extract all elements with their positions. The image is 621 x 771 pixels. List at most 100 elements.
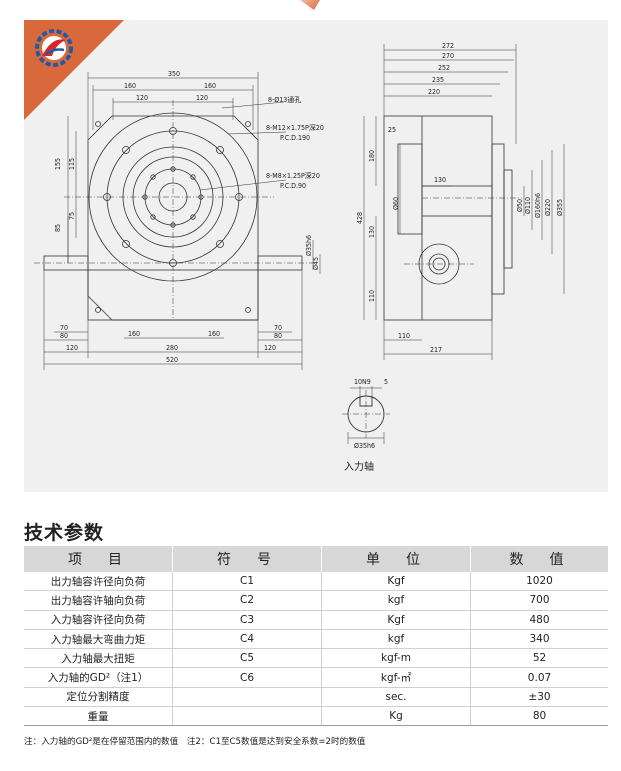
cell-unit: kgf [321, 590, 471, 611]
dim-280: 280 [166, 344, 178, 352]
section-title: 技术参数 [24, 522, 105, 544]
left-shaft [43, 255, 89, 271]
dim-d50: Ø50 [516, 199, 524, 212]
cell-value: 80 [470, 706, 608, 727]
header-symbol: 符 号 [172, 546, 322, 572]
callout-pcd90: P.C.D.90 [280, 182, 306, 190]
callout-thru-holes: 8-Ø13通孔 [268, 95, 301, 104]
side-view [383, 115, 522, 321]
cell-symbol: C2 [172, 590, 322, 611]
footnote: 注：入力轴的GD²是在停留范围内的数值 注2：C1至C5数值是达到安全系数=2时… [24, 737, 366, 747]
table-row: 定位分割精度 sec. ±30 [24, 687, 608, 708]
spec-table: 项 目 符 号 单 位 数 值 出力轴容许径向负荷 C1 Kgf 1020 出力… [24, 546, 608, 727]
dim-520: 520 [166, 356, 178, 364]
table-row: 出力轴容许径向负荷 C1 Kgf 1020 [24, 572, 608, 592]
dim-160-left: 160 [124, 82, 136, 90]
dim-130-inner: 130 [434, 176, 446, 184]
shaft-section [342, 386, 390, 444]
cell-symbol: C5 [172, 648, 322, 669]
cell-item: 入力轴最大弯曲力矩 [24, 629, 173, 650]
cell-value: ±30 [470, 687, 608, 708]
dim-80-left: 80 [60, 332, 68, 340]
dim-270: 270 [442, 52, 454, 60]
header-unit: 单 位 [321, 546, 471, 572]
cell-symbol: C1 [172, 572, 322, 592]
cell-value: 0.07 [470, 667, 608, 688]
dim-75: 75 [68, 212, 76, 220]
dim-155: 155 [54, 158, 62, 170]
cell-unit: kgf [321, 629, 471, 650]
dim-115: 115 [68, 158, 76, 170]
cell-symbol: C4 [172, 629, 322, 650]
dim-350: 350 [168, 70, 180, 78]
top-accent [300, 0, 320, 10]
cell-unit: Kg [321, 706, 471, 727]
dim-120-left: 120 [136, 94, 148, 102]
dim-220: 220 [428, 88, 440, 96]
dim-180: 180 [368, 150, 376, 162]
cell-unit: sec. [321, 687, 471, 708]
dim-80-right: 80 [274, 332, 282, 340]
dim-160-right: 160 [204, 82, 216, 90]
cell-unit: kgf-m [321, 648, 471, 669]
dim-25: 25 [388, 126, 396, 134]
dim-130-side: 130 [368, 226, 376, 238]
dim-70-right: 70 [274, 324, 282, 332]
dim-110-bottom: 110 [398, 332, 410, 340]
table-row: 入力轴的GD²（注1） C6 kgf-㎡ 0.07 [24, 667, 608, 688]
side-pilot [503, 169, 513, 269]
cell-unit: Kgf [321, 572, 471, 592]
dim-shaft-45: Ø45 [312, 257, 320, 270]
dim-70-left: 70 [60, 324, 68, 332]
dim-d355: Ø355 [556, 199, 564, 216]
cell-symbol [172, 687, 322, 708]
table-row: 入力轴容许径向负荷 C3 Kgf 480 [24, 610, 608, 630]
dim-272: 272 [442, 42, 454, 50]
dim-d60: Ø60 [392, 197, 400, 210]
cell-item: 出力轴容许径向负荷 [24, 572, 173, 592]
dim-5: 5 [384, 378, 388, 386]
dim-120-bottom-left: 120 [66, 344, 78, 352]
cell-value: 480 [470, 610, 608, 630]
cell-item: 出力轴容许轴向负荷 [24, 590, 173, 611]
front-view [34, 100, 314, 321]
side-flange [491, 143, 505, 295]
shaft-caption: 入力轴 [344, 460, 374, 473]
dim-252: 252 [438, 64, 450, 72]
dim-160-bottom-left: 160 [128, 330, 140, 338]
side-hub [397, 143, 423, 235]
cell-symbol: C3 [172, 610, 322, 630]
dim-d220: Ø220 [544, 199, 552, 216]
dim-160-bottom-right: 160 [208, 330, 220, 338]
cell-item: 入力轴的GD²（注1） [24, 667, 173, 688]
cell-symbol: C6 [172, 667, 322, 688]
cell-value: 52 [470, 648, 608, 669]
table-row: 重量 Kg 80 [24, 706, 608, 727]
cell-item: 入力轴容许径向负荷 [24, 610, 173, 630]
table-row: 入力轴最大弯曲力矩 C4 kgf 340 [24, 629, 608, 650]
cell-symbol [172, 706, 322, 727]
company-logo [35, 29, 73, 67]
dim-120-bottom-right: 120 [264, 344, 276, 352]
callout-m8: 8-M8×1.25P深20 [266, 171, 320, 180]
cell-item: 定位分割精度 [24, 687, 173, 708]
cell-unit: kgf-㎡ [321, 667, 471, 688]
cell-value: 340 [470, 629, 608, 650]
side-shaft [421, 185, 493, 217]
dim-428: 428 [356, 212, 364, 224]
callout-m12: 8-M12×1.75P深20 [266, 123, 324, 132]
table-row: 入力轴最大扭矩 C5 kgf-m 52 [24, 648, 608, 669]
cell-item: 重量 [24, 706, 173, 727]
dim-10n9: 10N9 [354, 378, 371, 386]
dim-d110: Ø110 [524, 197, 532, 214]
header-item: 项 目 [24, 546, 173, 572]
dim-217: 217 [430, 346, 442, 354]
cell-item: 入力轴最大扭矩 [24, 648, 173, 669]
dim-235: 235 [432, 76, 444, 84]
header-value: 数 值 [470, 546, 608, 572]
cell-unit: Kgf [321, 610, 471, 630]
callout-pcd190: P.C.D.190 [280, 134, 310, 142]
dim-shaft-d35h6: Ø35h6 [354, 442, 375, 450]
dim-shaft-35h6: Ø35h6 [305, 235, 313, 256]
dim-85: 85 [54, 224, 62, 232]
